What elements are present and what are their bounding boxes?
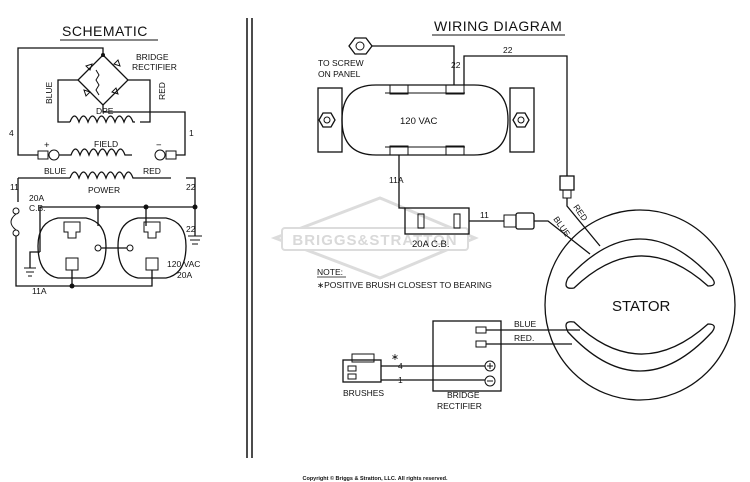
blue-lead-connector [503, 212, 535, 230]
red-wire-label: RED [571, 202, 589, 222]
blue-lead-label: BLUE [514, 319, 537, 329]
cb-label-wiring: 20A C.B. [412, 239, 450, 250]
screw-nut [348, 37, 373, 55]
rating-label-1: 120 VAC [167, 259, 200, 269]
field-label: FIELD [94, 139, 118, 149]
watermark-text: BRIGGS&STRATTON [292, 232, 457, 249]
brushes [342, 353, 382, 383]
note-text: ∗POSITIVE BRUSH CLOSEST TO BEARING [317, 280, 492, 290]
rating-label-2: 20A [177, 270, 192, 280]
wire-22b-label: 22 [186, 224, 196, 234]
power-blue-label: BLUE [44, 166, 67, 176]
wire-11a-label: 11A [32, 286, 47, 296]
wiring-diagram-title: WIRING DIAGRAM [434, 18, 562, 34]
wire-22-label: 22 [186, 182, 196, 192]
wire-4-label: 4 [9, 128, 14, 138]
bridge-rectifier-label-2: RECTIFIER [132, 62, 177, 72]
power-label: POWER [88, 185, 120, 195]
copyright-notice: Copyright © Briggs & Stratton, LLC. All … [302, 475, 448, 482]
wire-1-label: 1 [189, 128, 194, 138]
wire-22a-label: 22 [451, 60, 461, 70]
receptacle-label: 120 VAC [400, 116, 437, 127]
receptacle-120vac [317, 84, 535, 156]
brushes-label: BRUSHES [343, 388, 384, 398]
wire-11-label: 11 [10, 182, 19, 192]
bridge-rectifier-label-1: BRIDGE [136, 52, 169, 62]
to-screw-label-1: TO SCREW [318, 58, 364, 68]
power-coil [69, 171, 171, 180]
note-title: NOTE: [317, 267, 343, 277]
wire-22b-label-wiring: 22 [503, 45, 513, 55]
wire-red-label: RED [157, 82, 167, 100]
red-lead-connector [559, 175, 575, 199]
cb-label-1: 20A [29, 193, 44, 203]
field-minus-label: − [156, 140, 162, 151]
red-lead-label: RED. [514, 333, 534, 343]
field-coil [59, 148, 132, 157]
wire-1-label-wiring: 1 [398, 375, 403, 385]
wire-11a-label-wiring: 11A [389, 175, 404, 185]
bridge-rectifier-symbol [77, 53, 129, 106]
dpe-label: DPE [96, 106, 114, 116]
brand-watermark: BRIGGS&STRATTON [270, 196, 479, 280]
wire-blue-label: BLUE [44, 81, 54, 104]
wire-11-label-wiring: 11 [480, 210, 489, 220]
schematic-title: SCHEMATIC [62, 23, 148, 39]
power-red-label: RED [143, 166, 161, 176]
brush-asterisk: ∗ [391, 352, 399, 363]
dpe-coil [69, 115, 135, 124]
wire-4-label-wiring: 4 [398, 361, 403, 371]
stator [544, 209, 736, 401]
stator-label: STATOR [612, 298, 671, 315]
bridge-rectifier-wiring-label-2: RECTIFIER [437, 401, 482, 411]
duplex-receptacle-left [37, 217, 107, 279]
to-screw-label-2: ON PANEL [318, 69, 361, 79]
cb-label-2: C.B. [29, 203, 46, 213]
field-plus-label: + [44, 140, 50, 151]
bridge-rectifier-block [432, 320, 502, 392]
bridge-rectifier-wiring-label-1: BRIDGE [447, 390, 480, 400]
duplex-receptacle-right [117, 217, 187, 279]
